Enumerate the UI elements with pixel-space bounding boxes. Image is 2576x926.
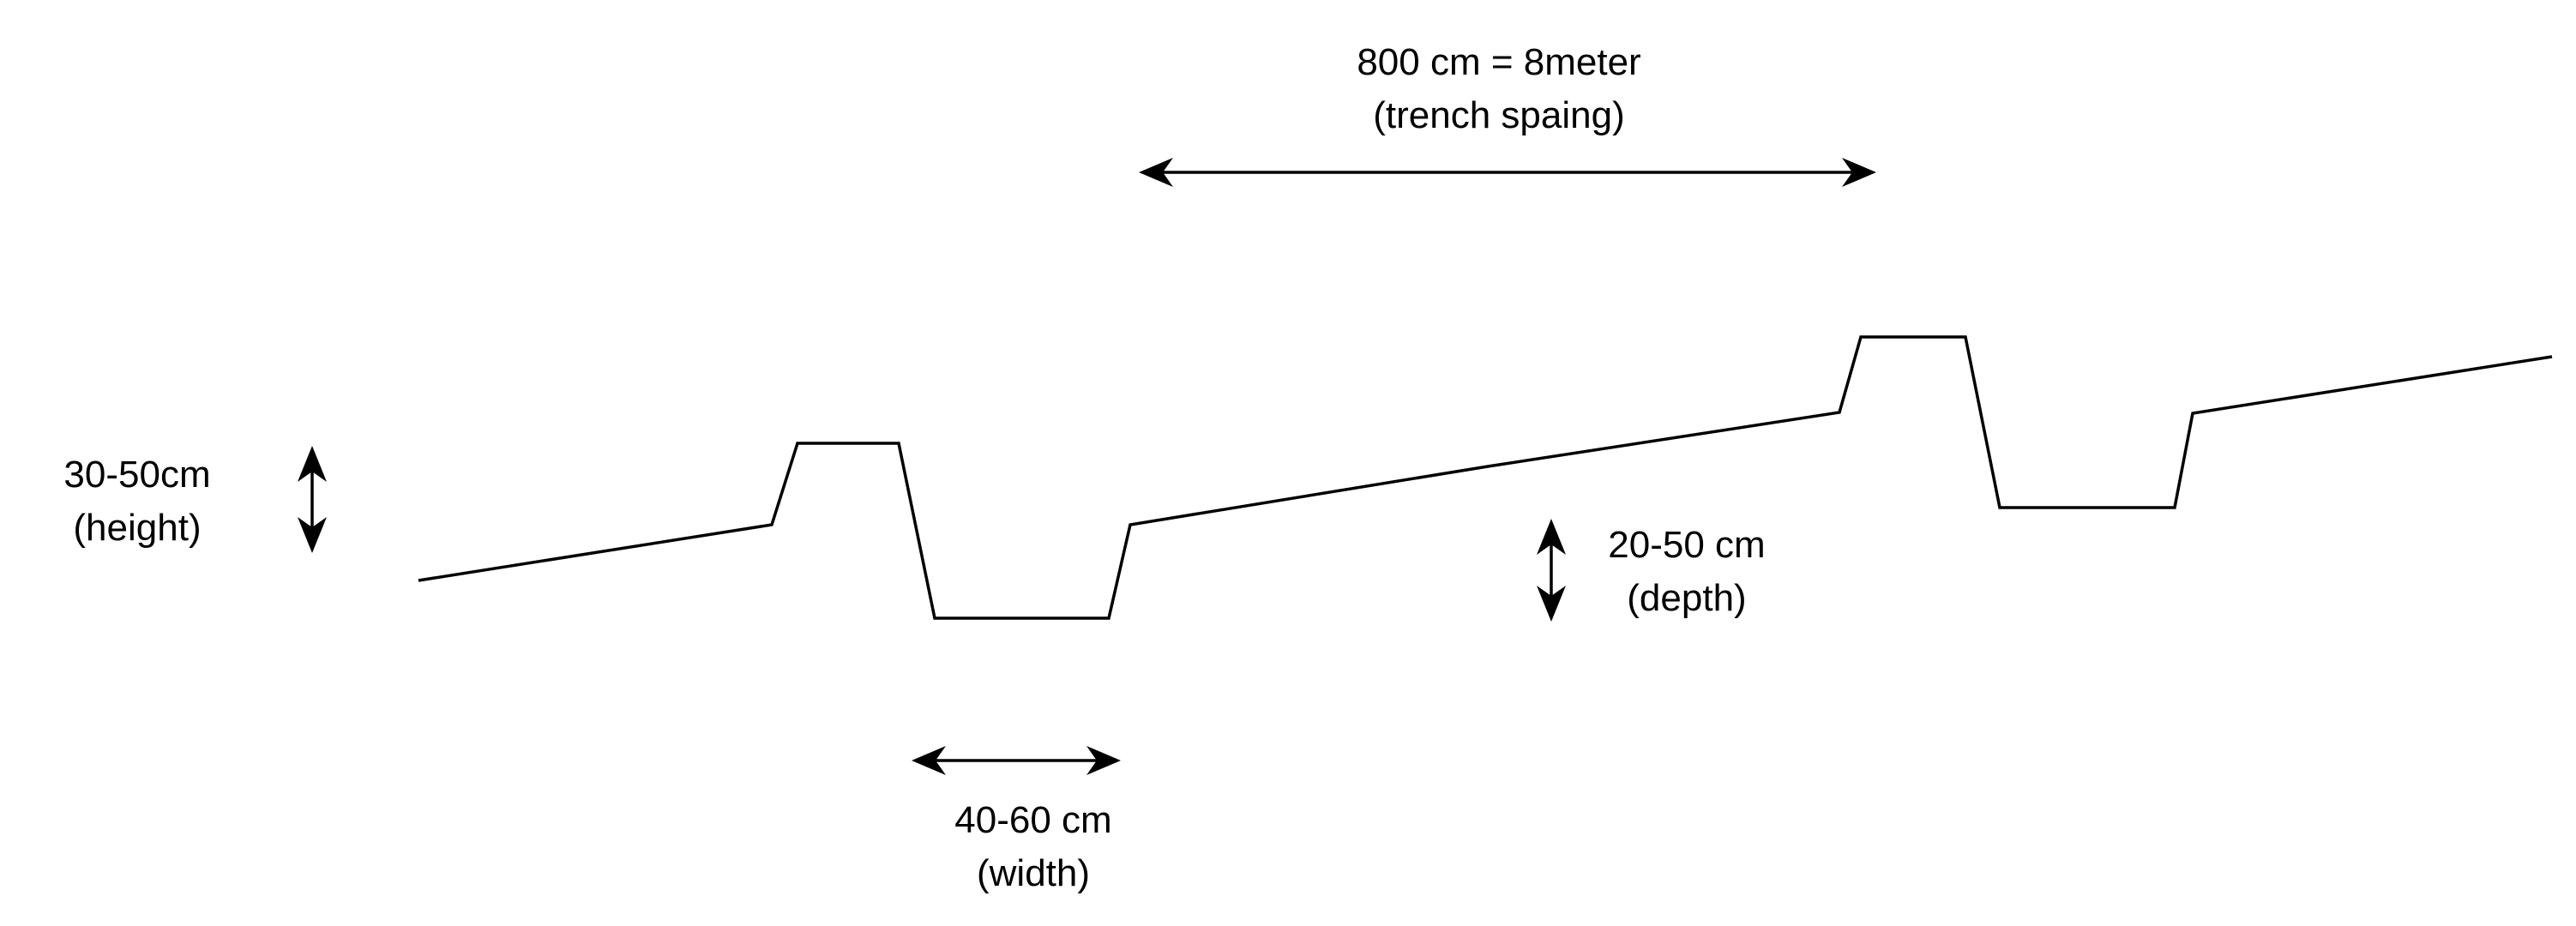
spacing-arrow-left-head (1139, 158, 1173, 187)
depth-dimension: 20-50 cm (depth) (1537, 519, 1766, 622)
height-dimension: 30-50cm (height) (63, 446, 327, 553)
width-label-caption: (width) (977, 852, 1090, 894)
height-label-value: 30-50cm (63, 454, 210, 496)
depth-arrow-top-head (1537, 519, 1566, 555)
height-label-caption: (height) (73, 507, 201, 549)
depth-label-value: 20-50 cm (1608, 524, 1765, 566)
width-label-value: 40-60 cm (954, 799, 1111, 841)
spacing-label-value: 800 cm = 8meter (1357, 41, 1640, 83)
width-dimension: 40-60 cm (width) (912, 746, 1121, 894)
terrain-profile (418, 335, 2553, 620)
height-arrow-top-head (298, 446, 327, 482)
depth-arrow-bottom-head (1537, 586, 1566, 622)
depth-label-caption: (depth) (1627, 577, 1746, 619)
spacing-dimension: 800 cm = 8meter (trench spaing) (1139, 41, 1876, 187)
height-arrow-bottom-head (298, 517, 327, 553)
spacing-label-caption: (trench spaing) (1373, 94, 1624, 136)
width-arrow-right-head (1086, 746, 1121, 775)
spacing-arrow-right-head (1842, 158, 1876, 187)
width-arrow-left-head (912, 746, 946, 775)
